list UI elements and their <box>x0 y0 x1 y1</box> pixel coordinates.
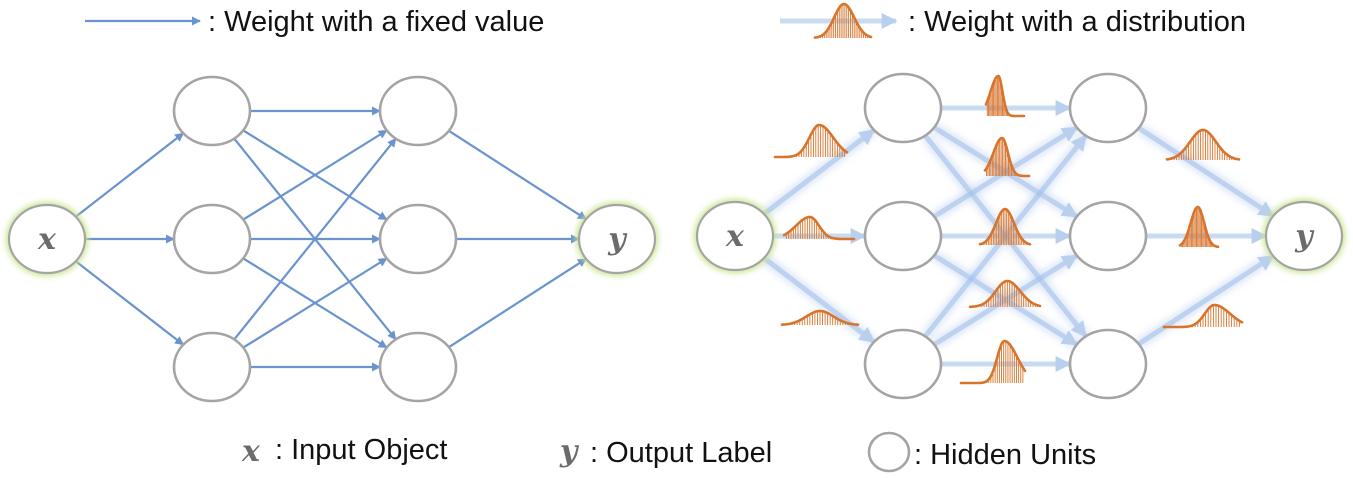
fixed-weight-arrow-1 <box>75 132 184 218</box>
fixed-weight-arrow-15 <box>448 257 587 349</box>
left-hidden-unit-1-2 <box>172 203 252 275</box>
right-hidden-unit-1-1 <box>863 72 943 144</box>
left-hidden-unit-1-3 <box>172 331 252 403</box>
left-hidden-unit-2-1 <box>378 75 458 147</box>
right-input-node: x <box>694 199 776 273</box>
fixed-weight-arrow-11 <box>242 257 388 349</box>
legend-input-symbol: x <box>241 434 261 469</box>
weight-distribution-icon-9 <box>780 309 860 326</box>
left-input-label: x <box>37 222 57 257</box>
right-hidden-unit-2-3 <box>1068 328 1148 400</box>
weight-distribution-icon-10 <box>1162 303 1244 329</box>
fixed-weight-edges <box>75 106 587 372</box>
distribution-weight-arrow-3 <box>760 253 878 347</box>
legend-output-symbol: y <box>559 434 580 469</box>
weight-distribution-icons <box>773 74 1244 385</box>
legend-input-label: : Input Object <box>275 434 448 466</box>
legend-distribution-weight-label: : Weight with a distribution <box>908 6 1246 38</box>
legend-output-label: : Output Label <box>590 437 772 469</box>
legend-hidden: : Hidden Units <box>867 431 1096 473</box>
weight-distribution-icon-5 <box>782 215 856 241</box>
legend-distribution-icon <box>813 2 873 39</box>
weight-distribution-icon-2 <box>984 74 1026 118</box>
distribution-weight-arrow-15 <box>1135 251 1277 349</box>
right-output-label: y <box>1294 219 1315 254</box>
distribution-weight-arrow-1 <box>760 125 878 219</box>
right-hidden-unit-2-2 <box>1068 200 1148 272</box>
weight-distribution-icon-3 <box>983 136 1031 178</box>
distribution-weight-arrow-13 <box>1135 123 1277 221</box>
left-input-node: x <box>6 202 88 276</box>
fixed-weight-arrow-10 <box>233 137 397 341</box>
right-hidden-unit-2-1 <box>1068 72 1148 144</box>
right-input-label: x <box>725 219 745 254</box>
left-output-node: y <box>576 202 658 276</box>
left-output-label: y <box>607 222 628 257</box>
legend-distribution-weight: : Weight with a distribution <box>780 2 1246 39</box>
fixed-weight-arrow-13 <box>448 129 587 221</box>
distribution-weight-network: x y <box>694 72 1345 400</box>
distribution-weight-arrow-10 <box>920 132 1091 340</box>
weight-distribution-icon-7 <box>1178 205 1220 249</box>
weight-distribution-icon-1 <box>773 123 849 159</box>
fixed-weight-arrow-3 <box>75 260 184 346</box>
legend-fixed-weight-label: : Weight with a fixed value <box>208 6 544 38</box>
legend-output: y : Output Label <box>559 434 772 469</box>
weight-distribution-icon-11 <box>959 339 1027 385</box>
legend-input: x : Input Object <box>241 434 448 469</box>
weight-distribution-icon-4 <box>1165 128 1241 161</box>
right-hidden-unit-1-3 <box>863 328 943 400</box>
distribution-weight-arrow-11 <box>931 250 1080 350</box>
weight-distribution-icon-6 <box>978 207 1032 246</box>
right-output-node: y <box>1263 199 1345 273</box>
left-hidden-unit-2-2 <box>378 203 458 275</box>
right-hidden-unit-1-2 <box>863 200 943 272</box>
weight-distribution-icon-8 <box>968 279 1042 309</box>
fixed-weight-arrow-7 <box>242 129 388 221</box>
legend-fixed-weight: : Weight with a fixed value <box>85 6 544 38</box>
fixed-weight-network: x y <box>6 75 658 403</box>
left-hidden-unit-1-1 <box>172 75 252 147</box>
legend-distribution-curve-icon <box>813 2 873 39</box>
left-hidden-unit-2-3 <box>378 331 458 403</box>
legend-hidden-unit-icon <box>867 431 911 473</box>
legend-hidden-label: : Hidden Units <box>914 439 1096 471</box>
